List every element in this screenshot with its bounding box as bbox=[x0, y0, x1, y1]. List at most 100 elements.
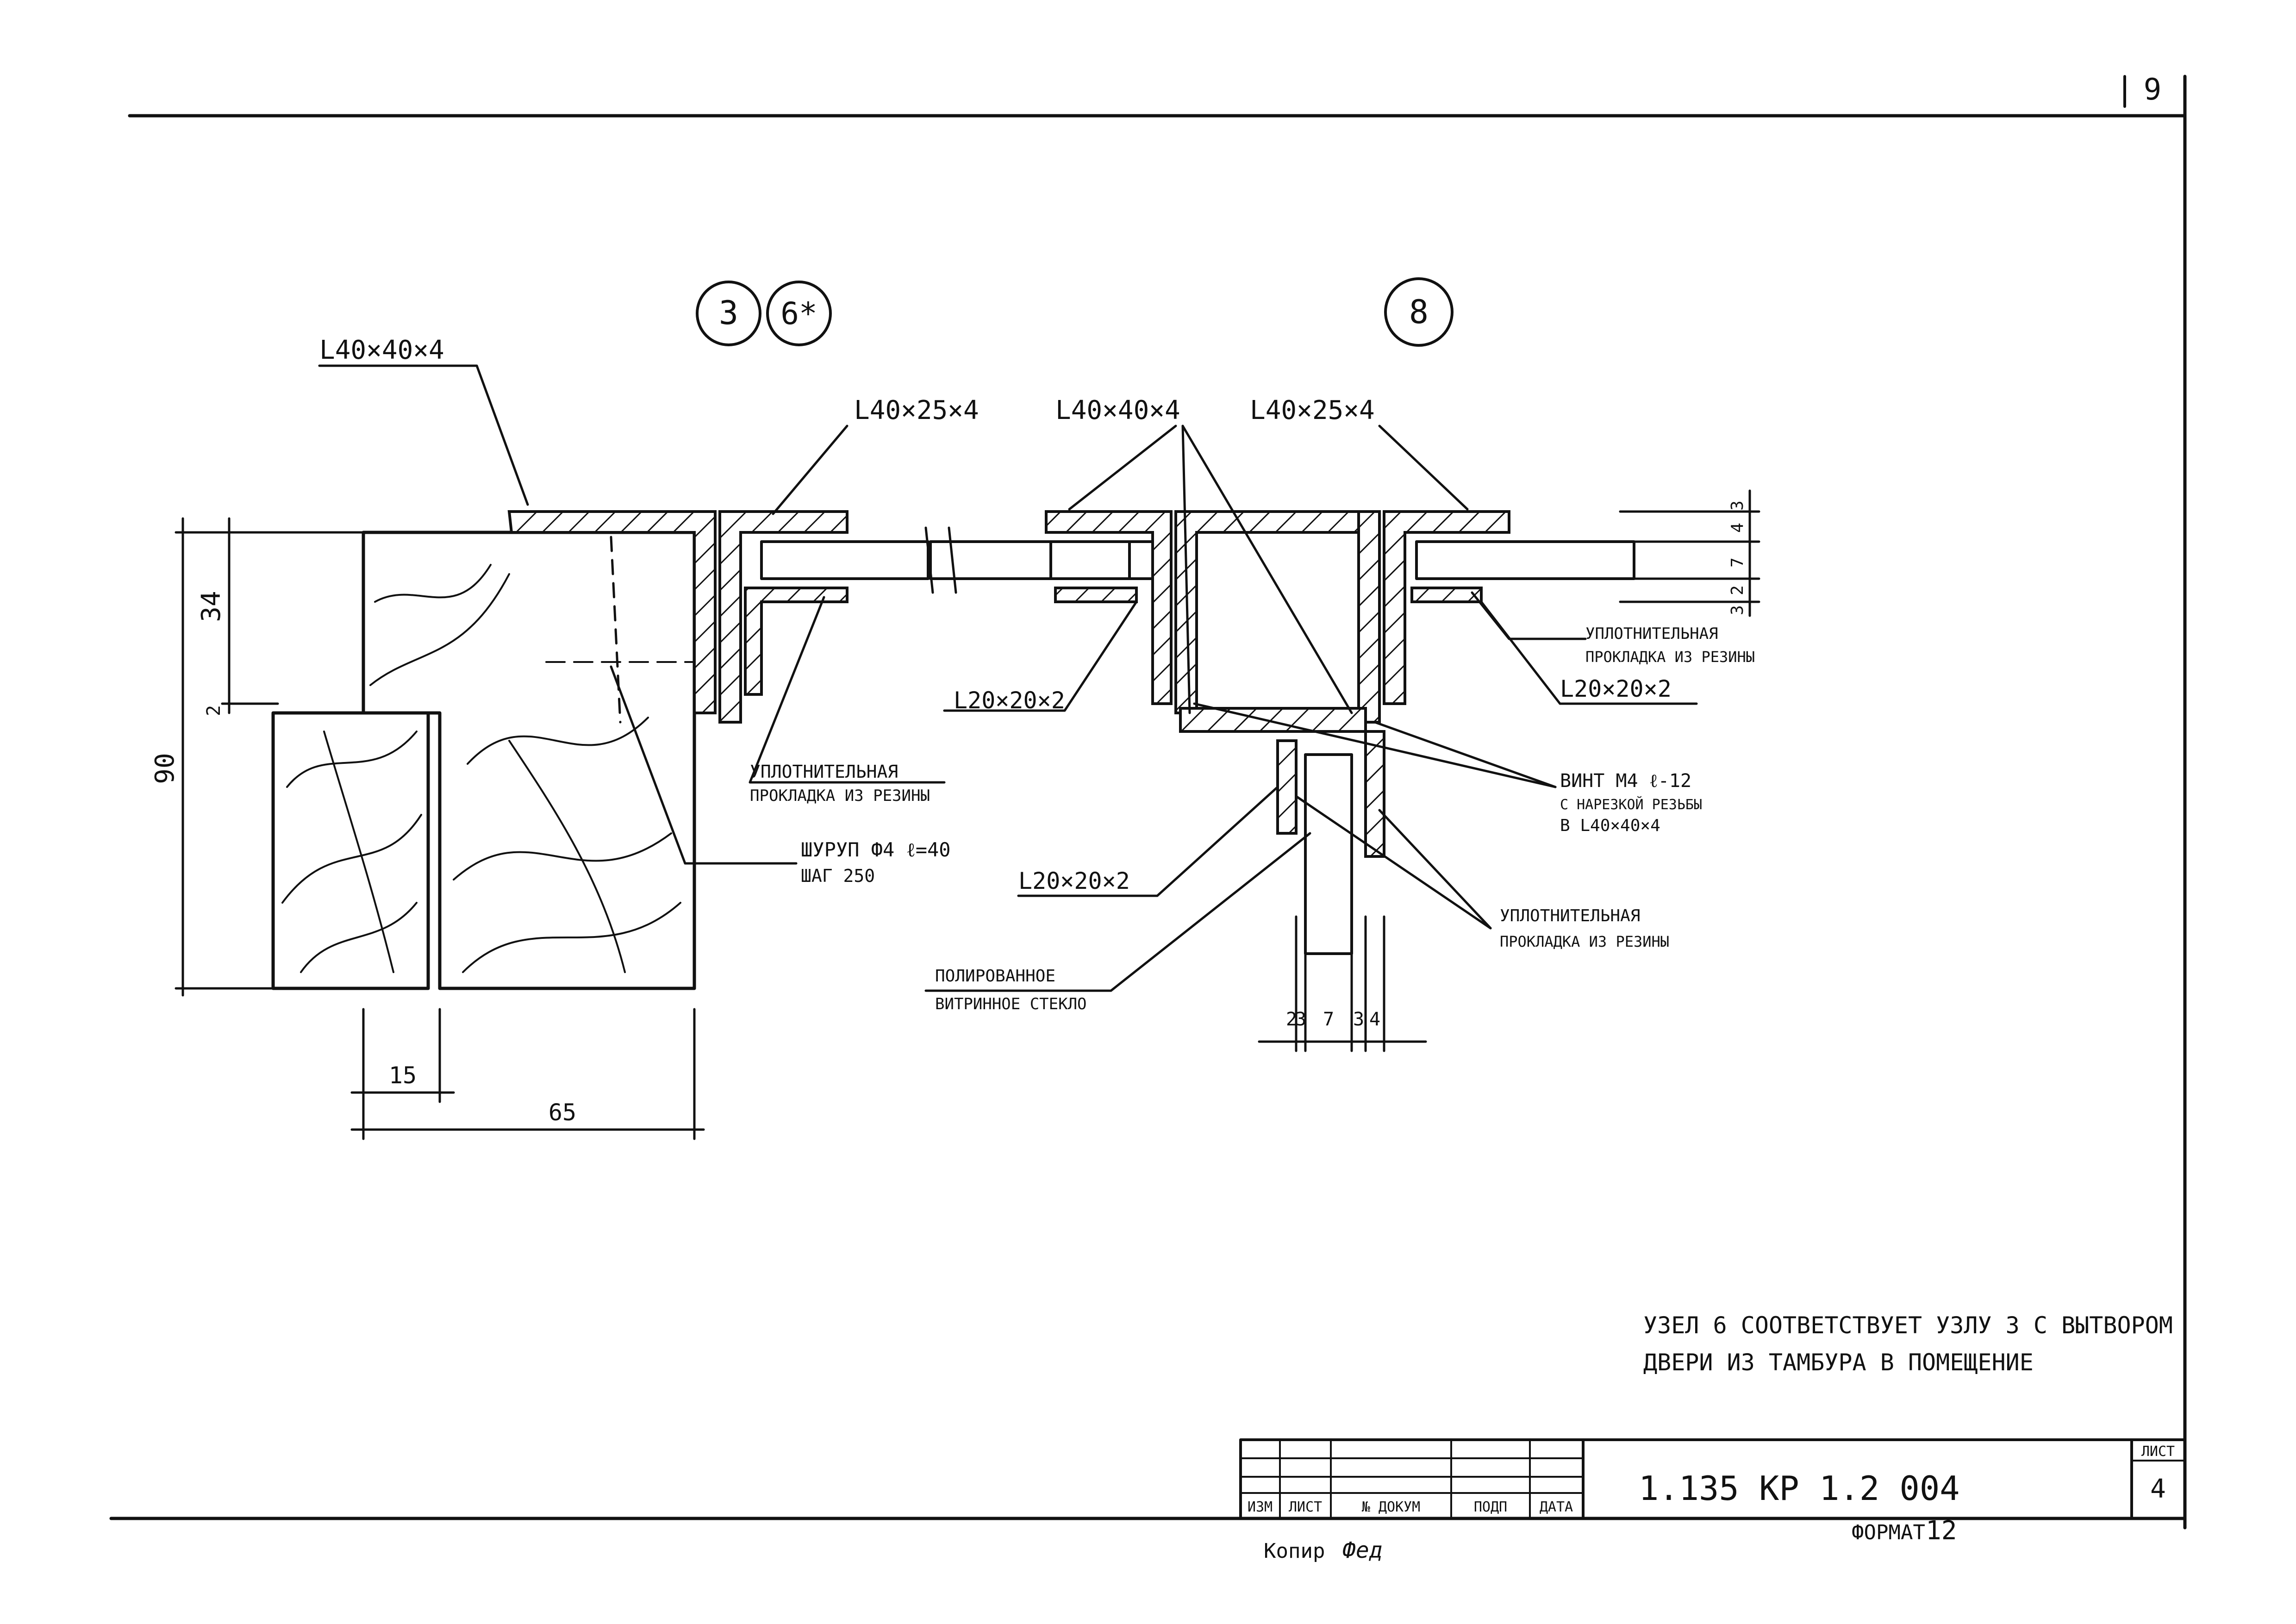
format-value: 12 bbox=[1926, 1516, 1957, 1546]
label-angle-left-top: L40×40×4 bbox=[319, 335, 444, 365]
page-number: 9 bbox=[2144, 73, 2162, 107]
col-list: ЛИСТ bbox=[1289, 1499, 1322, 1515]
dim-bottom-total: 65 bbox=[549, 1099, 576, 1126]
bead-20x20-right bbox=[1410, 587, 1483, 603]
title-block: ИЗМ ЛИСТ № ДОКУМ ПОДП ДАТА 1.135 КР 1.2 … bbox=[1239, 1438, 2186, 1563]
node-marker-circle bbox=[766, 281, 832, 346]
dim-right-stack: 7 bbox=[1728, 557, 1747, 568]
label-bead-bottom: L20×20×2 bbox=[1018, 868, 1130, 894]
leader bbox=[772, 425, 849, 515]
leader bbox=[318, 364, 529, 506]
col-izm: ИЗМ bbox=[1248, 1499, 1273, 1515]
title-block-border bbox=[1239, 1438, 2186, 1520]
glass-pane-vertical bbox=[1304, 753, 1353, 955]
dimensions: 90 34 2 15 65 3 4 7 2 3 2 3 7 3 4 bbox=[150, 489, 1760, 1140]
bead-20x20-center-left bbox=[1054, 587, 1138, 603]
label-gasket-bottom-1: УПЛОТНИТЕЛЬНАЯ bbox=[1500, 906, 1640, 925]
angle-40x25-center-left bbox=[1045, 510, 1173, 705]
sheet-header: ЛИСТ bbox=[2141, 1443, 2175, 1460]
note: УЗЕЛ 6 СООТВЕТСТВУЕТ УЗЛУ 3 С ВЫТВОРОМ Д… bbox=[1643, 1312, 2173, 1376]
leader bbox=[943, 600, 1138, 712]
angle-40x40-right-vertical bbox=[1357, 510, 1381, 724]
leader bbox=[924, 832, 1311, 992]
bottom-plate bbox=[1179, 707, 1367, 733]
dim-bottom-stack: 7 bbox=[1323, 1009, 1334, 1030]
wood-grain bbox=[281, 564, 681, 973]
glass-break bbox=[924, 526, 1131, 594]
note-line-1: УЗЕЛ 6 СООТВЕТСТВУЕТ УЗЛУ 3 С ВЫТВОРОМ bbox=[1643, 1312, 2173, 1339]
leader bbox=[1181, 425, 1191, 714]
node-marker-8: 8 bbox=[1409, 293, 1429, 331]
leader-lines bbox=[318, 364, 1698, 992]
frame: 9 bbox=[109, 73, 2187, 1530]
label-bead-right: L20×20×2 bbox=[1560, 675, 1672, 702]
break-mark bbox=[924, 526, 934, 594]
angle-40x25-left bbox=[718, 510, 849, 724]
note-line-2: ДВЕРИ ИЗ ТАМБУРА В ПОМЕЩЕНИЕ bbox=[1643, 1349, 2034, 1376]
label-gasket-bottom-2: ПРОКЛАДКА ИЗ РЕЗИНЫ bbox=[1500, 933, 1669, 950]
bead-20x20-bottom bbox=[1276, 739, 1298, 835]
leader bbox=[1378, 425, 1469, 511]
leader bbox=[610, 665, 798, 865]
break-mark bbox=[948, 526, 957, 594]
node-marker-circle bbox=[1384, 277, 1454, 347]
dim-left-gap: 2 bbox=[203, 705, 225, 716]
label-screw-1: ШУРУП Ф4 ℓ=40 bbox=[801, 838, 951, 861]
angle-40x40-bottom bbox=[1364, 730, 1385, 858]
dim-left-upper: 34 bbox=[196, 591, 226, 622]
label-gasket-left-1: УПЛОТНИТЕЛЬНАЯ bbox=[750, 762, 898, 782]
label-glass-1: ПОЛИРОВАННОЕ bbox=[935, 967, 1055, 986]
copy-signature: Фед bbox=[1342, 1537, 1383, 1563]
glass-pane-center bbox=[1049, 540, 1154, 580]
dim-right-stack: 4 bbox=[1728, 523, 1747, 533]
dim-left-height: 90 bbox=[150, 753, 180, 784]
leader bbox=[1373, 721, 1557, 788]
label-screw-2: ШАГ 250 bbox=[801, 866, 875, 886]
col-podp: ПОДП bbox=[1474, 1499, 1507, 1515]
dim-bottom-small: 15 bbox=[389, 1062, 417, 1089]
glass-pane-left bbox=[760, 540, 930, 580]
dim-right-stack: 3 bbox=[1728, 605, 1747, 615]
label-bolt-3: В L40×40×4 bbox=[1560, 816, 1660, 835]
label-bolt-2: С НАРЕЗКОЙ РЕЗЬБЫ bbox=[1560, 796, 1702, 813]
dim-bottom-stack: 2 bbox=[1286, 1009, 1297, 1030]
leader bbox=[1471, 591, 1587, 640]
door-leaf bbox=[271, 711, 430, 990]
bead-20x20-left bbox=[744, 587, 849, 696]
dim-right-stack: 2 bbox=[1728, 585, 1747, 595]
col-data: ДАТА bbox=[1540, 1499, 1573, 1515]
copy-label: Копир bbox=[1264, 1539, 1325, 1563]
leader bbox=[1193, 702, 1557, 788]
label-angle-mid: L40×40×4 bbox=[1055, 395, 1180, 425]
leader bbox=[1068, 425, 1177, 511]
dim-bottom-stack: 3 bbox=[1353, 1009, 1364, 1030]
leader bbox=[1295, 795, 1492, 930]
node-marker-3: 3 bbox=[719, 294, 738, 332]
node-marker-circle bbox=[696, 281, 761, 346]
format-label: ФОРМАТ bbox=[1852, 1521, 1925, 1544]
leader bbox=[1017, 786, 1279, 897]
label-gasket-left-2: ПРОКЛАДКА ИЗ РЕЗИНЫ bbox=[750, 787, 930, 805]
label-angle-right: L40×25×4 bbox=[1250, 395, 1375, 425]
label-bolt-1: ВИНТ М4 ℓ-12 bbox=[1560, 770, 1691, 792]
label-gasket-right-1: УПЛОТНИТЕЛЬНАЯ bbox=[1585, 625, 1718, 643]
dim-bottom-stack: 4 bbox=[1369, 1009, 1380, 1030]
angle-40x40-center bbox=[1174, 510, 1381, 714]
callout-texts: L40×40×4 L40×25×4 L40×40×4 L40×25×4 УПЛО… bbox=[319, 335, 1755, 1013]
timber-frame bbox=[362, 531, 696, 990]
label-angle-left-mid: L40×25×4 bbox=[854, 395, 979, 425]
angle-40x40-left bbox=[507, 510, 717, 714]
sheet-number: 4 bbox=[2150, 1474, 2166, 1504]
label-gasket-right-2: ПРОКЛАДКА ИЗ РЕЗИНЫ bbox=[1585, 648, 1755, 666]
center-assembly bbox=[1045, 510, 1635, 955]
angle-40x25-right bbox=[1383, 510, 1510, 705]
dim-right-stack: 3 bbox=[1728, 500, 1747, 511]
designation: 1.135 КР 1.2 004 bbox=[1639, 1469, 1960, 1508]
leader bbox=[749, 596, 946, 784]
label-glass-2: ВИТРИННОЕ СТЕКЛО bbox=[935, 995, 1087, 1013]
leader bbox=[1378, 809, 1492, 930]
glass-pane-mid bbox=[929, 540, 1131, 580]
col-dokum: № ДОКУМ bbox=[1362, 1499, 1420, 1515]
screw bbox=[610, 536, 622, 724]
